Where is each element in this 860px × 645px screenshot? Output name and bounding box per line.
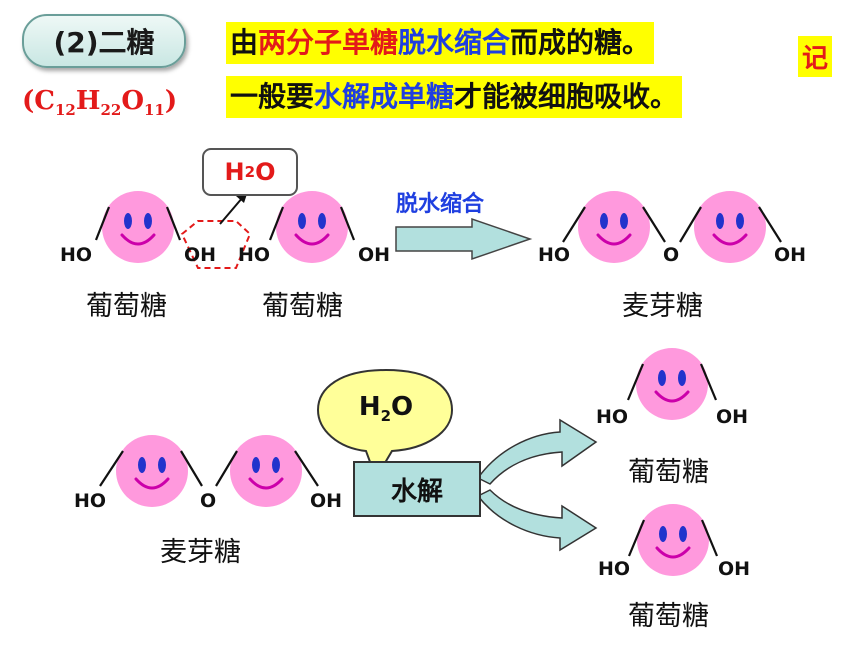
dehydration-label: 脱水缩合 [396,192,485,217]
hydroxyl-label: HO [598,558,631,580]
glucose-unit [228,433,304,509]
hydrolysis-box: 水解 [353,461,481,517]
hydroxyl-label: HO [538,244,571,266]
glycosidic-oxygen-label: O [200,490,217,512]
removed-water-marker [180,220,252,269]
split-arrow-up [476,418,598,485]
absorption-line: 一般要水解成单糖才能被细胞吸收。 [226,76,683,118]
glucose-unit [114,433,190,509]
hydroxyl-label: HO [60,244,93,266]
hydroxyl-label: OH [358,244,391,266]
hydroxyl-label: OH [716,406,749,428]
water-label: H2O [358,392,414,426]
hydroxyl-label: OH [310,490,343,512]
glucose-label: 葡萄糖 [628,601,709,632]
disaccharide-formula: (C12H22O11) [22,86,178,120]
glucose-molecule [274,189,350,265]
glucose-unit [576,189,652,265]
maltose-label: 麦芽糖 [622,291,703,322]
definition-line: 由两分子单糖脱水缩合而成的糖。 [226,22,655,64]
dehydration-arrow [395,217,533,261]
glucose-molecule [100,189,176,265]
memo-badge: 记 [798,36,833,77]
maltose-label: 麦芽糖 [160,537,241,568]
glucose-molecule [635,502,711,578]
glucose-label: 葡萄糖 [86,291,167,322]
glucose-unit [692,189,768,265]
hydroxyl-label: HO [596,406,629,428]
hydroxyl-label: OH [184,244,217,266]
glucose-molecule [634,346,710,422]
glucose-label: 葡萄糖 [628,457,709,488]
glucose-label: 葡萄糖 [262,291,343,322]
hydroxyl-label: OH [774,244,807,266]
hydroxyl-label: HO [74,490,107,512]
hydroxyl-label: HO [238,244,271,266]
hydroxyl-label: OH [718,558,751,580]
split-arrow-down [476,489,598,552]
glycosidic-oxygen-label: O [663,244,680,266]
section-title: (2)二糖 [22,14,186,68]
